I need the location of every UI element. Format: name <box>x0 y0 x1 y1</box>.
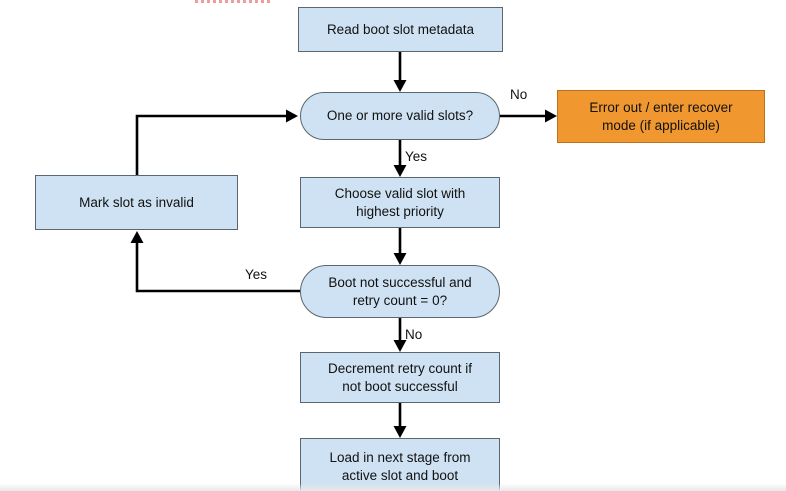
edge-label-no-valid-slots: No <box>510 87 528 102</box>
edge-choose-to-bootcheck <box>393 228 407 265</box>
edge-bootcheck-to-mark <box>130 231 300 293</box>
edge-read-to-validslots <box>393 52 407 92</box>
node-choose-valid-slot: Choose valid slot with highest priority <box>300 177 500 228</box>
node-load-next-stage: Load in next stage from active slot and … <box>300 438 500 491</box>
edge-label-yes-valid-slots: Yes <box>405 149 428 164</box>
red-dotted-artifact <box>195 0 271 3</box>
edge-validslots-to-error <box>500 109 557 123</box>
edge-decrement-to-load <box>393 403 407 438</box>
node-error-out-recover-mode: Error out / enter recover mode (if appli… <box>557 90 765 143</box>
edge-mark-to-validslots <box>135 109 298 175</box>
node-decrement-retry-count: Decrement retry count if not boot succes… <box>300 352 500 403</box>
node-read-boot-slot-metadata: Read boot slot metadata <box>298 7 503 52</box>
node-mark-slot-invalid: Mark slot as invalid <box>35 175 238 230</box>
node-one-or-more-valid-slots: One or more valid slots? <box>300 92 500 140</box>
edge-label-no-boot-check: No <box>405 327 423 342</box>
edge-label-yes-boot-check: Yes <box>245 267 268 282</box>
node-boot-not-successful-check: Boot not successful and retry count = 0? <box>300 265 500 318</box>
